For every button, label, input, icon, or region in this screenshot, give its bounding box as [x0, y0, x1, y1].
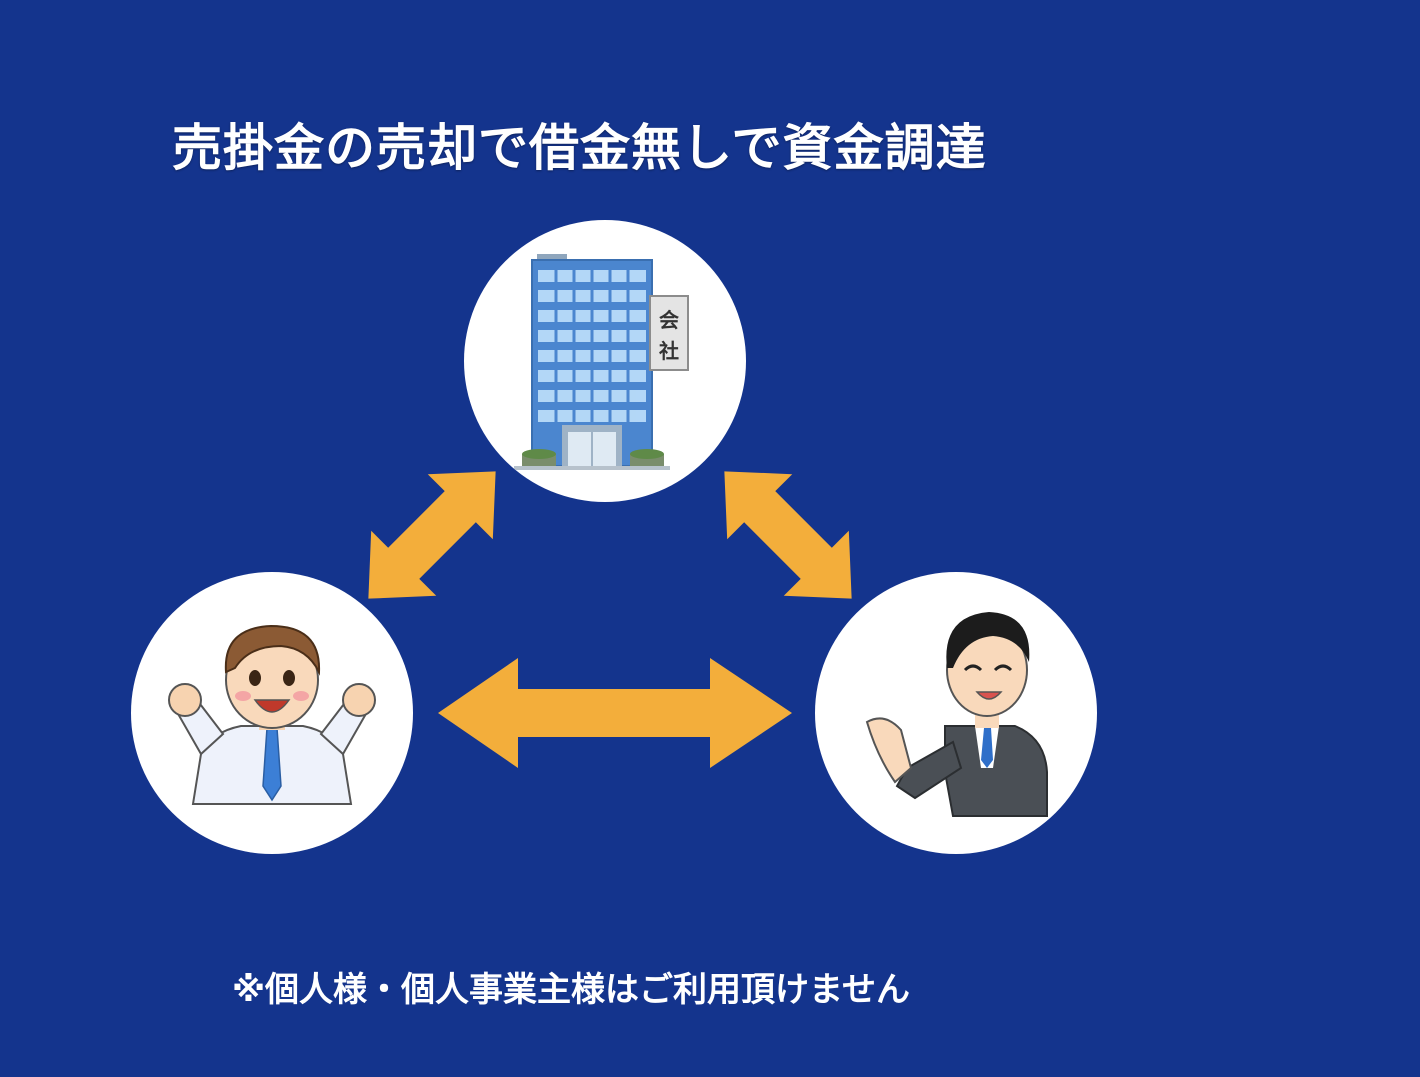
company-circle: 会 社 [464, 220, 746, 502]
buyer-circle [815, 572, 1097, 854]
company-building-icon: 会 社 [514, 254, 689, 470]
seller-circle [131, 572, 413, 854]
company-sign-char-2: 社 [658, 339, 679, 363]
smiling-salesman-icon [865, 612, 1048, 817]
double-arrow-company-buyer [724, 471, 852, 599]
double-arrow-company-seller [368, 471, 496, 599]
company-sign-char-1: 会 [659, 308, 679, 332]
happy-businessman-icon [168, 624, 376, 805]
page-title: 売掛金の売却で借金無しで資金調達 [172, 119, 987, 177]
disclaimer-note: ※個人様・個人事業主様はご利用頂けません [232, 970, 911, 1010]
double-arrow-seller-buyer [438, 658, 792, 768]
